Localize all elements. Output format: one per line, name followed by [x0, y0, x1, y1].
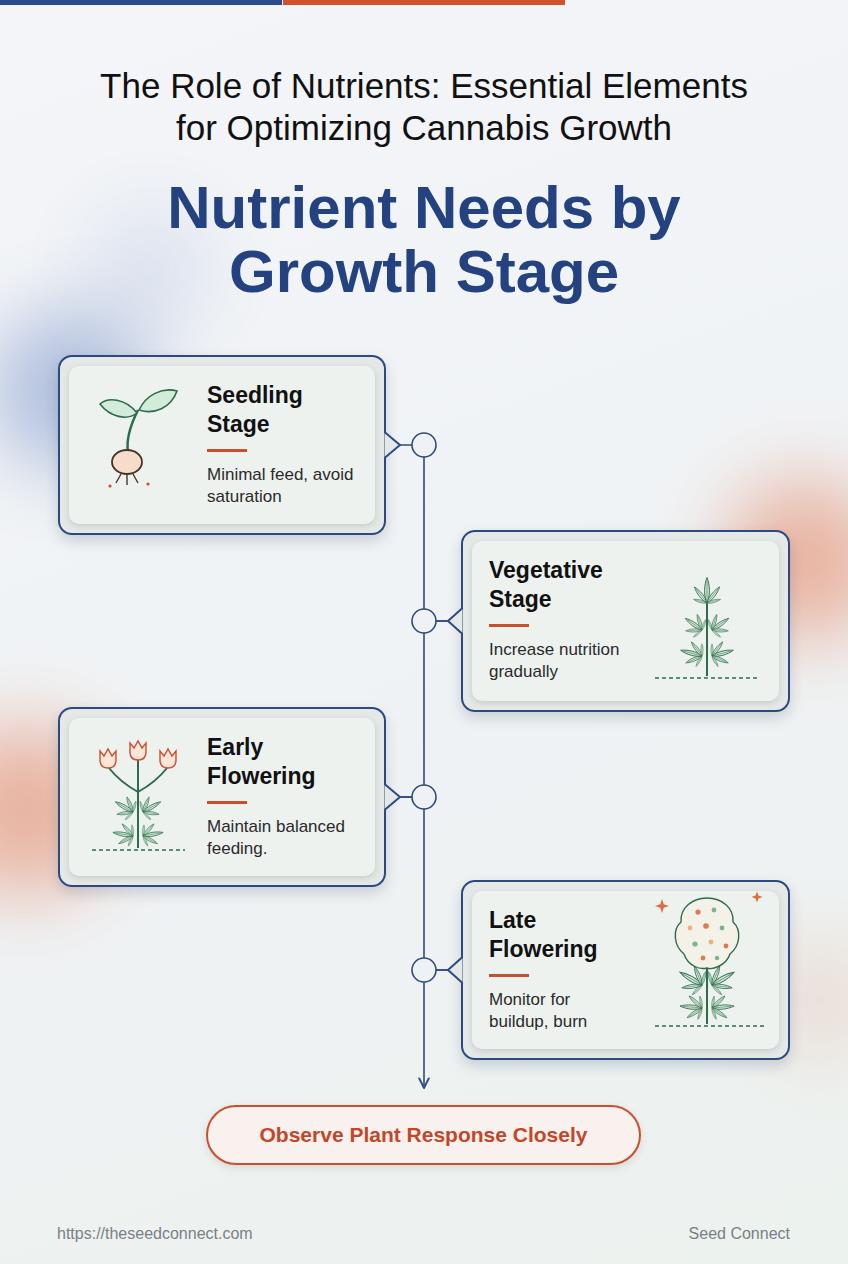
stage-card: Late FloweringMonitor for buildup, burn	[461, 880, 790, 1060]
soil-dot	[146, 482, 149, 485]
fan-leaf	[110, 792, 140, 822]
bud	[675, 898, 738, 968]
flower	[130, 741, 146, 760]
timeline-dot	[412, 785, 436, 809]
stage-card: Vegetative StageIncrease nutrition gradu…	[461, 530, 790, 712]
card-pointer	[385, 432, 401, 458]
accent-bar	[207, 449, 247, 452]
timeline-connector	[386, 797, 461, 970]
leaf	[139, 390, 177, 412]
fan-leaf	[677, 639, 706, 669]
footer-brand: Seed Connect	[540, 1224, 790, 1244]
flowering-plant-icon	[92, 741, 185, 850]
soil-dot	[108, 484, 111, 487]
timeline-connector	[386, 445, 461, 621]
connector-group	[386, 445, 461, 1088]
vegetative-plant-icon	[655, 578, 760, 679]
timeline-dots	[412, 433, 436, 982]
stage-card: Seedling StageMinimal feed, avoid satura…	[58, 355, 386, 535]
roots	[116, 474, 138, 485]
stage-description: Minimal feed, avoid saturation	[207, 464, 367, 508]
diagram-title: Nutrient Needs by Growth Stage	[104, 176, 744, 304]
flower	[160, 749, 176, 768]
timeline-dot	[412, 609, 436, 633]
seed	[112, 450, 142, 474]
timeline-connector	[386, 621, 461, 797]
fan-leaf	[710, 994, 735, 1020]
stage-heading: Early Flowering	[207, 733, 347, 791]
header-text: The Role of Nutrients: Essential Element…	[84, 65, 764, 149]
timeline-dot	[412, 433, 436, 457]
fan-leaf	[111, 821, 136, 847]
stem	[128, 410, 138, 452]
summary-pill: Observe Plant Response Closely	[206, 1105, 641, 1165]
stage-heading: Vegetative Stage	[489, 556, 629, 614]
stage-heading: Late Flowering	[489, 906, 629, 964]
bud-dots	[688, 908, 729, 961]
accent-bar	[489, 624, 529, 627]
fan-leaf	[679, 994, 704, 1020]
summary-text: Observe Plant Response Closely	[260, 1123, 588, 1147]
fan-leaf	[708, 639, 737, 669]
stage-description: Monitor for buildup, burn	[489, 989, 619, 1033]
stage-card: Early FloweringMaintain balanced feeding…	[58, 707, 386, 887]
timeline-connector	[424, 970, 461, 1088]
fan-leaf	[673, 960, 710, 998]
bud-icon	[655, 891, 765, 1026]
stage-description: Increase nutrition gradually	[489, 639, 649, 683]
stem	[706, 600, 708, 676]
fan-leaf	[679, 609, 709, 640]
footer-url: https://theseedconnect.com	[57, 1224, 357, 1244]
seedling-icon	[100, 390, 177, 488]
timeline-dot	[412, 958, 436, 982]
fan-leaf	[693, 578, 721, 605]
ground-line	[655, 677, 760, 678]
fan-leaf	[705, 609, 735, 640]
stage-heading: Seedling Stage	[207, 381, 347, 439]
fan-leaf	[136, 792, 166, 822]
fan-leaf	[704, 960, 741, 998]
sparkle	[751, 891, 762, 902]
top-bar	[0, 0, 282, 5]
stage-description: Maintain balanced feeding.	[207, 816, 367, 860]
accent-bar	[207, 801, 247, 804]
ground-line	[655, 1025, 765, 1026]
card-pointer	[448, 608, 463, 634]
ground-line	[92, 849, 185, 850]
flower	[100, 749, 116, 768]
accent-bar	[489, 974, 529, 977]
card-pointer	[385, 784, 401, 810]
top-bar	[283, 0, 565, 5]
stem	[109, 760, 167, 848]
card-pointer	[448, 957, 463, 983]
fan-leaf	[140, 821, 165, 847]
stem	[706, 960, 708, 1024]
leaf	[100, 400, 137, 417]
sparkle	[655, 899, 669, 913]
